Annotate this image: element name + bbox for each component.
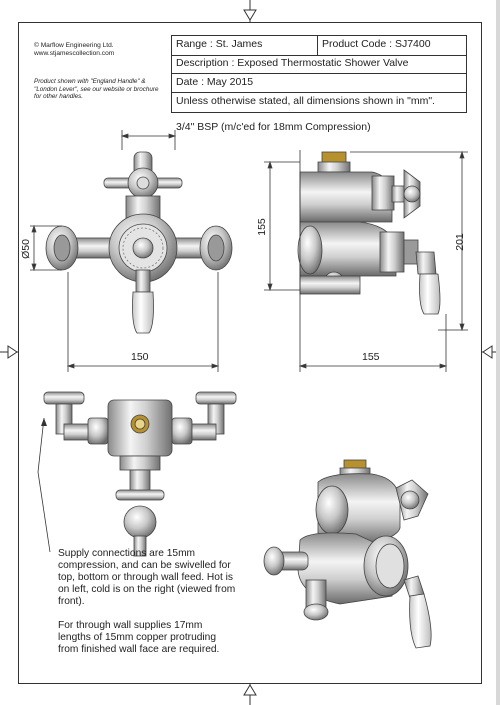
side-depth-dimension: 155: [362, 351, 380, 363]
title-divider: [317, 36, 318, 55]
range-label: Range : St. James: [176, 38, 263, 50]
title-row-units: Unless otherwise stated, all dimensions …: [172, 93, 466, 113]
front-width-dimension: 150: [131, 351, 149, 363]
company-website: www.stjamescollection.com: [34, 50, 115, 57]
front-view: [30, 130, 233, 372]
company-name: © Marflow Engineering Ltd.: [34, 42, 114, 49]
company-info: © Marflow Engineering Ltd. www.stjamesco…: [34, 42, 156, 58]
isometric-view: [263, 459, 432, 649]
total-height-dimension: 201: [453, 233, 466, 251]
diameter-dimension: Ø50: [19, 239, 32, 259]
through-wall-note: For through wall supplies 17mm lengths o…: [58, 620, 220, 655]
product-note: Product shown with "England Handle" & "L…: [34, 78, 159, 101]
supply-note: Supply connections are 15mm compression,…: [58, 548, 236, 607]
product-code: Product Code : SJ7400: [322, 38, 431, 50]
upper-height-dimension: 155: [255, 218, 268, 236]
title-row-range: Range : St. James Product Code : SJ7400: [172, 36, 466, 56]
scrollbar-edge: [496, 0, 500, 705]
description: Description : Exposed Thermostatic Showe…: [176, 57, 409, 69]
date: Date : May 2015: [176, 76, 254, 88]
side-view: [264, 150, 468, 372]
units-note: Unless otherwise stated, all dimensions …: [176, 95, 435, 107]
title-row-date: Date : May 2015: [172, 74, 466, 93]
title-row-description: Description : Exposed Thermostatic Showe…: [172, 55, 466, 74]
top-view: [37, 391, 237, 557]
drawing-border: [18, 22, 482, 684]
bsp-dimension: 3/4" BSP (m/c'ed for 18mm Compression): [176, 121, 371, 133]
title-block: Range : St. James Product Code : SJ7400 …: [171, 35, 467, 113]
